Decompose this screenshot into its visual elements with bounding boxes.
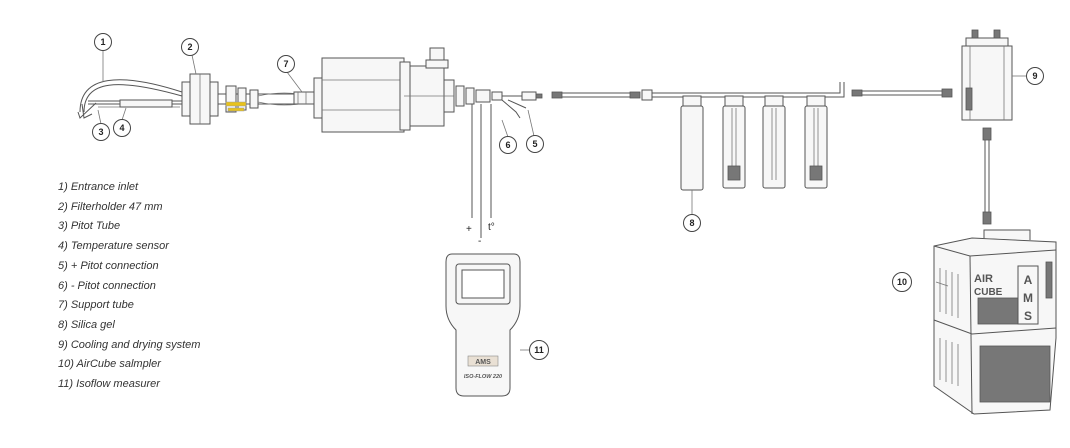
aircube-sampler: AIR CUBE A M S — [933, 229, 1057, 415]
meter-leads — [471, 104, 492, 238]
callout-4: 4 — [113, 119, 131, 137]
meter-model-label: ISO-FLOW 220 — [464, 374, 502, 380]
yellow-fitting — [225, 101, 247, 107]
vent-grille-upper — [939, 268, 1019, 325]
hose-to-aircube — [982, 127, 992, 225]
svg-text:8: 8 — [689, 218, 694, 228]
legend-item: 4) Temperature sensor — [58, 240, 169, 253]
callout-8: 8 — [683, 214, 701, 232]
callout-2: 2 — [181, 38, 199, 56]
svg-text:7: 7 — [283, 59, 288, 69]
hose-to-silica — [551, 89, 653, 101]
callout-1: 1 — [94, 33, 112, 51]
silica-bottle-1 — [680, 95, 704, 191]
legend-item: 5) + Pitot connection — [58, 259, 159, 272]
svg-text:11: 11 — [534, 345, 544, 355]
connector-section — [218, 85, 313, 113]
callout-7: 7 — [277, 55, 295, 73]
legend: 1) Entrance inlet 2) Filterholder 47 mm … — [58, 178, 200, 395]
temperature-sensor — [119, 99, 173, 108]
cooling-drying-unit — [961, 29, 1026, 121]
plus-sign: + — [466, 224, 472, 235]
silica-gel-manifold — [652, 82, 845, 98]
legend-item: 1) Entrance inlet — [58, 181, 139, 193]
temp-sign: t° — [488, 222, 495, 233]
svg-text:5: 5 — [532, 139, 537, 149]
outlet-fittings — [455, 85, 543, 119]
leader-lines — [97, 50, 949, 287]
callout-11: 11 — [529, 340, 549, 360]
aircube-ams-s: S — [1024, 309, 1032, 323]
heated-cylinder — [313, 47, 455, 133]
svg-text:4: 4 — [119, 123, 124, 133]
isoflow-meter: AMS ISO-FLOW 220 — [445, 253, 530, 397]
silica-bottle-4 — [804, 95, 828, 189]
meter-ams-label: AMS — [475, 359, 491, 366]
silica-bottle-3 — [762, 95, 786, 189]
entrance-inlet — [77, 79, 183, 119]
yellow-fitting-lower — [227, 107, 245, 112]
legend-item: 10) AirCube salmpler — [58, 358, 161, 371]
vent-grille-lower — [939, 338, 1051, 403]
callout-10: 10 — [892, 272, 912, 292]
svg-text:1: 1 — [100, 37, 105, 47]
legend-item: 11) Isoflow measurer — [58, 378, 160, 391]
svg-text:10: 10 — [897, 277, 907, 287]
minus-sign: - — [478, 236, 481, 247]
legend-item: 8) Silica gel — [58, 318, 115, 331]
silica-bottle-2 — [722, 95, 746, 189]
filterholder — [181, 73, 219, 125]
svg-text:3: 3 — [98, 127, 103, 137]
svg-text:2: 2 — [187, 42, 192, 52]
callout-6: 6 — [499, 136, 517, 154]
legend-item: 9) Cooling and drying system — [58, 338, 201, 351]
callout-9: 9 — [1026, 67, 1044, 85]
callout-5: 5 — [526, 135, 544, 153]
svg-text:6: 6 — [505, 140, 510, 150]
legend-item: 6) - Pitot connection — [58, 279, 156, 292]
hose-to-cooling — [851, 88, 953, 98]
aircube-ams-m: M — [1023, 291, 1033, 305]
aircube-air-label: AIR — [974, 273, 993, 285]
callout-3: 3 — [92, 123, 110, 141]
aircube-ams-a: A — [1024, 273, 1033, 287]
legend-item: 2) Filterholder 47 mm — [58, 200, 163, 213]
legend-item: 3) Pitot Tube — [58, 220, 121, 233]
support-tube — [293, 91, 315, 105]
aircube-cube-label: CUBE — [974, 287, 1003, 298]
legend-item: 7) Support tube — [58, 299, 134, 312]
svg-text:9: 9 — [1032, 71, 1037, 81]
